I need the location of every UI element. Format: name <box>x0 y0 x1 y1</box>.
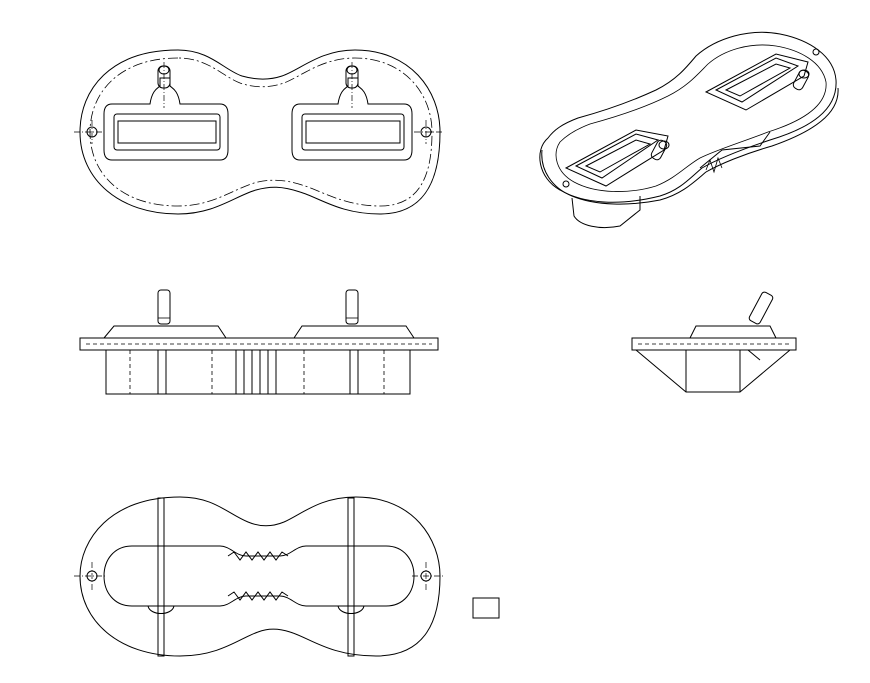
front-left-post <box>157 289 171 325</box>
side-plate <box>631 337 797 351</box>
iso-left-window-slot <box>584 139 652 173</box>
side-brace <box>747 349 761 361</box>
front-right-boss <box>293 325 415 339</box>
right-window-frame <box>291 77 413 161</box>
iso-left-post <box>650 139 668 161</box>
front-plate <box>79 337 439 351</box>
bottom-spring-bottom <box>227 591 289 601</box>
side-taper-base <box>635 349 791 393</box>
small-square-marker[interactable] <box>472 597 500 619</box>
bottom-right-post-base <box>337 605 365 614</box>
left-window-frame <box>103 77 229 161</box>
front-view[interactable] <box>79 289 439 395</box>
isometric-view[interactable] <box>539 31 839 229</box>
iso-plate-edge <box>541 87 839 205</box>
front-base <box>105 349 411 395</box>
right-window-opening <box>301 113 405 151</box>
side-boss <box>689 325 777 339</box>
top-view[interactable] <box>74 49 444 215</box>
iso-right-post <box>792 69 810 91</box>
iso-hole-left <box>562 180 570 188</box>
iso-right-window-frame <box>704 53 809 111</box>
front-right-post <box>345 289 359 325</box>
top-view-inner-dashed-outline <box>89 57 433 207</box>
iso-plate-inner <box>555 44 827 192</box>
top-view-outer-outline <box>79 49 441 215</box>
iso-left-post-cap <box>658 140 670 150</box>
iso-plate-outline <box>539 31 837 203</box>
bottom-right-rib <box>347 497 355 657</box>
bottom-spring-top <box>227 551 289 561</box>
bottom-left-rib <box>157 497 165 657</box>
iso-base-block <box>571 196 641 229</box>
iso-zigzag <box>705 156 723 174</box>
iso-base-right <box>699 131 771 169</box>
bottom-outer-outline <box>79 496 441 657</box>
iso-left-window-opening <box>574 133 660 179</box>
bottom-view[interactable] <box>74 496 444 657</box>
side-post <box>748 291 774 325</box>
iso-right-window-slot <box>724 63 792 97</box>
iso-right-post-cap <box>798 69 810 79</box>
front-left-boss <box>103 325 227 339</box>
iso-right-window-opening <box>714 57 800 103</box>
left-window-opening <box>113 113 221 151</box>
iso-hole-right <box>812 48 820 56</box>
bottom-left-post-base <box>147 605 175 614</box>
right-window-slot <box>305 120 401 144</box>
side-view[interactable] <box>631 291 797 393</box>
left-window-slot <box>117 120 217 144</box>
bottom-inner-cavity <box>103 545 415 607</box>
